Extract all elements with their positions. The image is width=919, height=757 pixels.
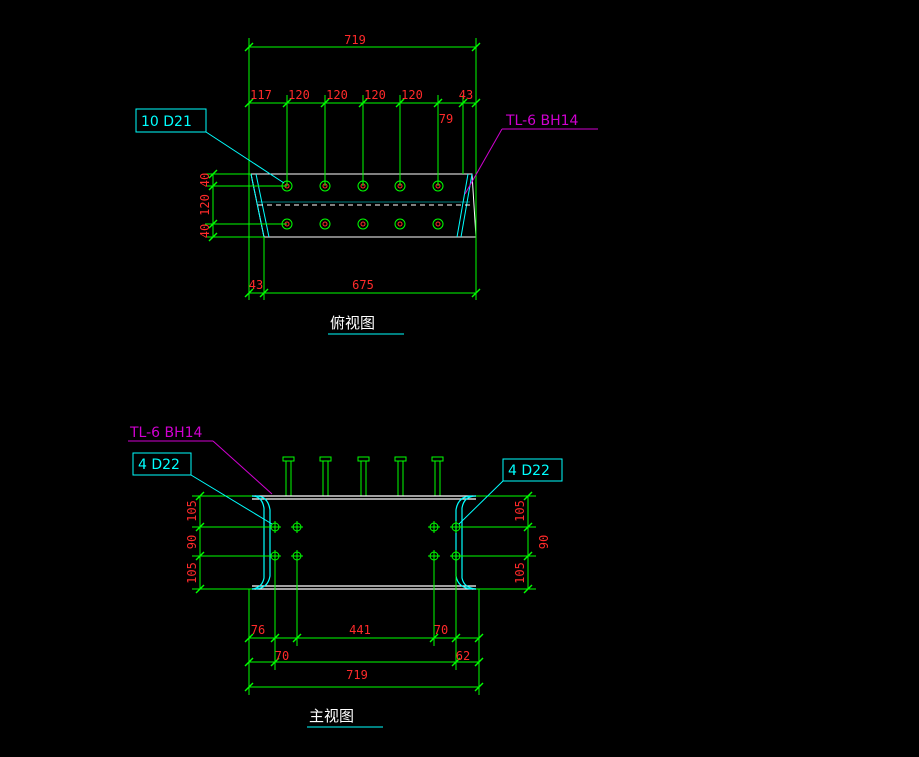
plan-hole-callout: 10 D21: [135, 108, 285, 184]
plan-section-label: TL-6 BH14: [464, 113, 598, 195]
plan-left-dim: 40: [198, 224, 212, 238]
plan-spacing-dim: 120: [326, 88, 348, 102]
front-section-label: TL-6 BH14: [128, 425, 273, 495]
front-left-dim: 90: [185, 535, 199, 549]
bolt-hole-symbol: [357, 218, 369, 230]
front-bottom-dim: 441: [349, 623, 371, 637]
plan-view-title: 俯视图: [330, 314, 375, 332]
bolt-hole-symbol: [432, 218, 444, 230]
front-view-title: 主视图: [309, 707, 354, 725]
front-bottom-dim: 70: [434, 623, 448, 637]
front-left-dim: 105: [185, 562, 199, 584]
plan-overall-dim: 719: [344, 33, 366, 47]
front-bottom-mid-dim: 70: [275, 649, 289, 663]
plan-left-dim: 120: [198, 194, 212, 216]
front-dimension-lines: [192, 491, 536, 695]
bolt-hole-symbol: [319, 218, 331, 230]
front-view: 105 90 105 105 90 105 76 441 70 70 62 71…: [128, 425, 563, 728]
plan-section-label-text: TL-6 BH14: [505, 113, 579, 129]
plan-spacing-dim: 120: [364, 88, 386, 102]
shear-stud: [431, 456, 444, 496]
front-right-dim: 105: [513, 562, 527, 584]
shear-stud-group: [282, 456, 444, 496]
bolt-hole-symbol: [428, 521, 440, 533]
plan-hole-callout-text: 10 D21: [141, 114, 192, 130]
front-right-dim: 90: [537, 535, 551, 549]
front-bottom-dim: 76: [251, 623, 265, 637]
bolt-hole-symbol: [394, 218, 406, 230]
plan-spacing-dim: 120: [288, 88, 310, 102]
plan-dimension-lines: [205, 38, 481, 300]
plan-spacing-dim: 43: [459, 88, 473, 102]
front-overall-dim: 719: [346, 668, 368, 682]
plan-left-dim: 40: [198, 173, 212, 187]
plan-spacing-dim: 117: [250, 88, 272, 102]
plan-bottom-left-dim: 43: [249, 278, 263, 292]
shear-stud: [357, 456, 370, 496]
front-member-outline: [251, 495, 477, 590]
shear-stud: [282, 456, 295, 496]
front-right-bolt-callout-text: 4 D22: [508, 463, 550, 479]
front-right-dim: 105: [513, 500, 527, 522]
shear-stud: [394, 456, 407, 496]
front-left-bolt-callout: 4 D22: [132, 452, 273, 525]
shear-stud: [319, 456, 332, 496]
plan-edge-dim: 79: [439, 112, 453, 126]
plan-bottom-dim: 675: [352, 278, 374, 292]
front-right-bolt-callout: 4 D22: [458, 458, 563, 525]
front-section-label-text: TL-6 BH14: [129, 425, 203, 441]
front-left-dim: 105: [185, 500, 199, 522]
front-left-bolt-callout-text: 4 D22: [138, 457, 180, 473]
front-bottom-mid-dim: 62: [456, 649, 470, 663]
bolt-hole-symbol: [291, 521, 303, 533]
plan-spacing-dim: 120: [401, 88, 423, 102]
plan-view: 719 117 120 120 120 120 43 79 43 675 40 …: [135, 33, 598, 335]
